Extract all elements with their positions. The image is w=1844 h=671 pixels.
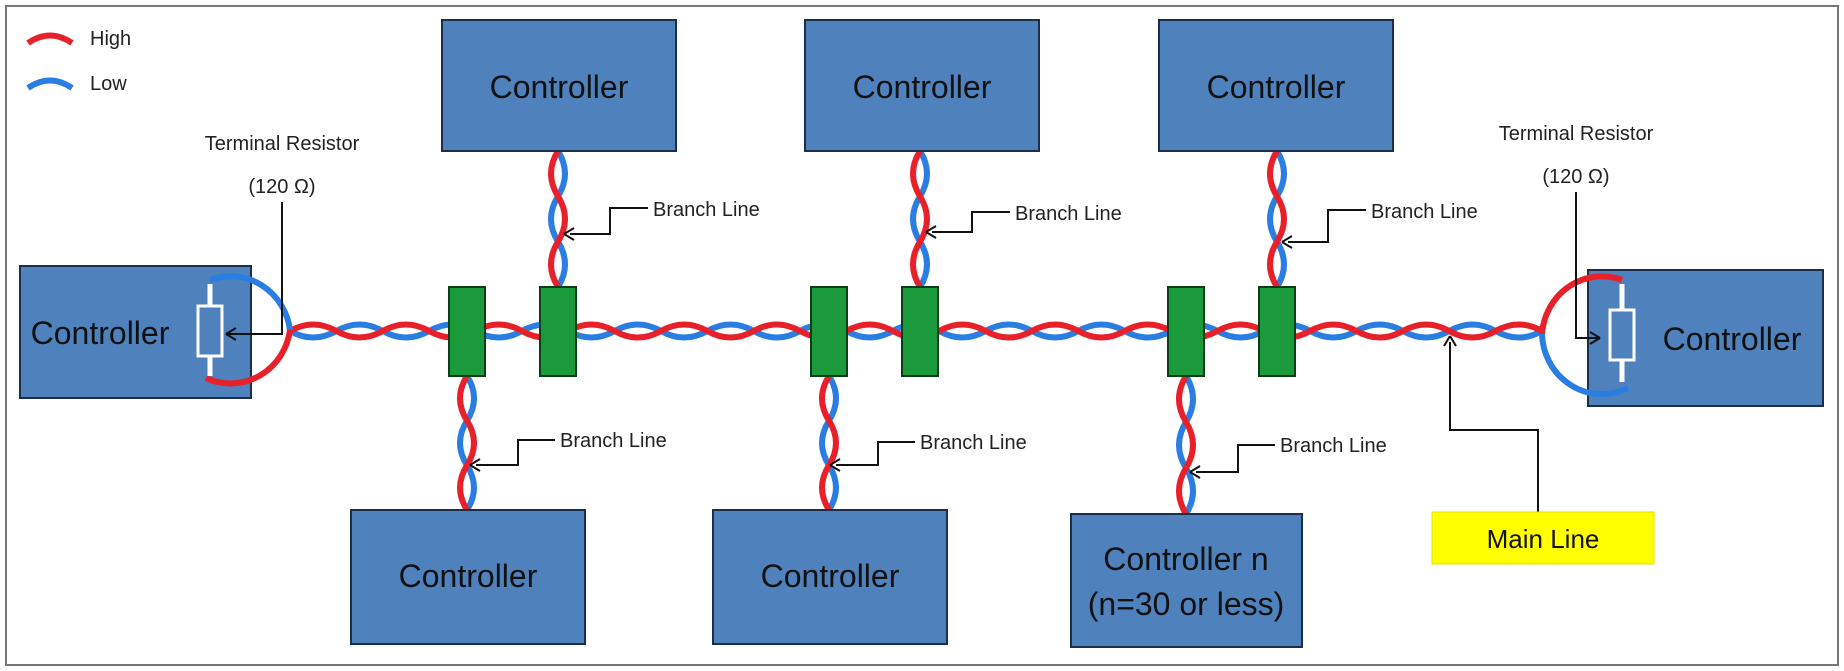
tap-connector <box>810 286 848 377</box>
controller-bottom-n-label-line2: (n=30 or less) <box>1088 586 1285 622</box>
wire-strand <box>1176 374 1196 516</box>
wire-strand <box>1267 149 1287 289</box>
tap-connector <box>1167 286 1205 377</box>
branch-line-label: Branch Line <box>1371 201 1478 223</box>
branch-line-top-1: Branch Line <box>563 199 760 241</box>
tap-connectors <box>448 286 1296 377</box>
controller-right-label: Controller <box>1663 321 1802 357</box>
controller-left-label: Controller <box>31 315 170 351</box>
terminal-resistor-right-title: Terminal Resistor <box>1499 123 1654 145</box>
resistor-right-icon <box>1608 308 1636 362</box>
legend: High Low <box>26 28 131 95</box>
tap-connector <box>539 286 577 377</box>
terminal-resistor-left-title: Terminal Resistor <box>205 133 360 155</box>
tap-connector <box>1258 286 1296 377</box>
branch-line-label: Branch Line <box>1015 203 1122 225</box>
legend-high-label: High <box>90 28 131 50</box>
branch-line-bottom-1: Branch Line <box>469 430 667 472</box>
controller-bottom-2-label: Controller <box>761 558 900 594</box>
wire-strand <box>548 149 568 289</box>
wire-strand <box>910 149 930 289</box>
terminal-resistor-left-value: (120 Ω) <box>248 176 315 198</box>
branch-line-top-2: Branch Line <box>925 203 1122 239</box>
main-line-callout: Main Line <box>1431 335 1655 565</box>
terminal-resistor-left-label: Terminal Resistor (120 Ω) <box>205 133 360 341</box>
branch-line-bottom-3: Branch Line <box>1189 435 1387 479</box>
controller-bottom-1: Controller <box>350 509 586 645</box>
legend-high-swatch <box>26 32 74 46</box>
wire-strand <box>819 374 839 512</box>
wire-strand <box>819 374 839 512</box>
controller-top-1: Controller <box>441 19 677 152</box>
controller-top-3-label: Controller <box>1207 69 1346 105</box>
controller-top-1-label: Controller <box>490 69 629 105</box>
wire-strand <box>457 374 477 512</box>
terminal-resistor-right-value: (120 Ω) <box>1542 166 1609 188</box>
branch-line-label: Branch Line <box>1280 435 1387 457</box>
wire-strand <box>910 149 930 289</box>
wire-strand <box>1176 374 1196 516</box>
resistor-left-icon <box>196 304 224 358</box>
branch-line-label: Branch Line <box>920 432 1027 454</box>
branch-line-label: Branch Line <box>653 199 760 221</box>
controller-top-3: Controller <box>1158 19 1394 152</box>
controller-bottom-n-label-line1: Controller n <box>1103 541 1268 577</box>
terminal-resistor-left <box>196 273 293 387</box>
branch-line-top-3: Branch Line <box>1281 201 1478 249</box>
wire-strand <box>548 149 568 289</box>
tap-connector <box>448 286 486 377</box>
controller-bottom-1-label: Controller <box>399 558 538 594</box>
legend-low-label: Low <box>90 73 127 95</box>
tap-connector <box>901 286 939 377</box>
terminal-resistor-right <box>1539 273 1636 398</box>
controller-bottom-2: Controller <box>712 509 948 645</box>
controller-top-2: Controller <box>804 19 1040 152</box>
main-line-label: Main Line <box>1487 524 1600 554</box>
branch-line-bottom-2: Branch Line <box>829 432 1027 472</box>
wire-strand <box>457 374 477 512</box>
controller-bottom-n: Controller n (n=30 or less) <box>1070 513 1303 648</box>
terminal-resistor-right-label: Terminal Resistor (120 Ω) <box>1499 123 1654 345</box>
wire-strand <box>1267 149 1287 289</box>
branch-line-label: Branch Line <box>560 430 667 452</box>
controller-top-2-label: Controller <box>853 69 992 105</box>
legend-low-swatch <box>26 77 74 91</box>
